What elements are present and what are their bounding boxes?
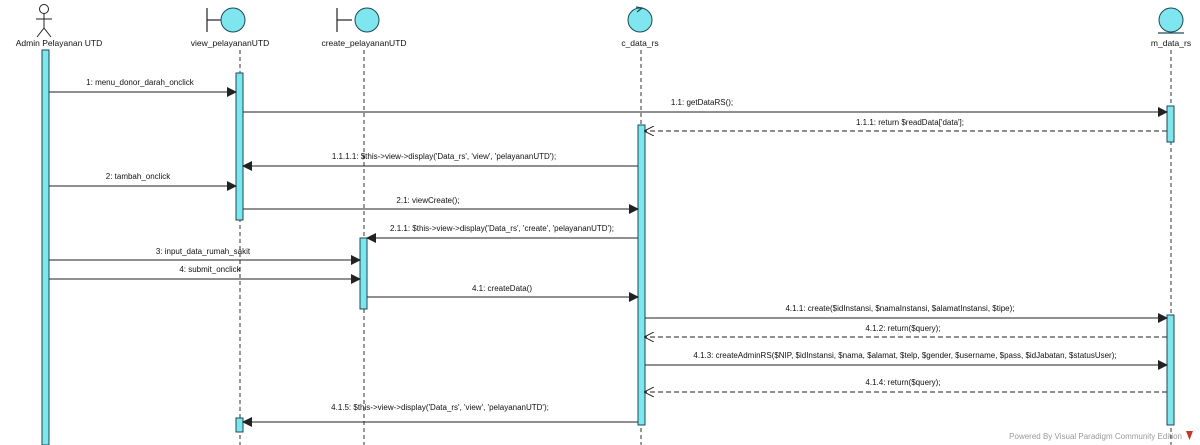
lifeline-label: create_pelayananUTD [321,38,406,48]
lifeline-admin-pelayanan-utd[interactable]: Admin Pelayanan UTD [16,4,102,445]
message-2-1-1: 2.1.1: $this->view->display('Data_rs', '… [366,224,638,243]
control-icon [627,6,653,33]
message-4: 4: submit_onclick [49,265,361,284]
message-label: 3: input_data_rumah_sakit [156,247,251,256]
lifeline-label: Admin Pelayanan UTD [16,38,102,48]
message-label: 1.1.1.1: $this->view->display('Data_rs',… [332,152,556,161]
lifeline-c-data-rs[interactable]: c_data_rs [621,6,659,445]
message-label: 2: tambah_onclick [106,172,171,181]
message-label: 4.1: createData() [472,284,532,293]
lifeline-label: m_data_rs [1151,38,1191,48]
message-label: 4.1.4: return($query); [865,378,940,387]
visual-paradigm-logo-icon [1186,431,1193,440]
message-1: 1: menu_donor_darah_onclick [49,78,237,97]
message-label: 4: submit_onclick [179,265,241,274]
activation-bar [359,237,368,310]
message-1-1-1-1: 1.1.1.1: $this->view->display('Data_rs',… [242,152,638,171]
message-4-1-5: 4.1.5: $this->view->display('Data_rs', '… [242,403,638,427]
message-label: 1.1.1: return $readData['data']; [856,118,964,127]
message-4-1-1: 4.1.1: create($idInstansi, $namaInstansi… [645,304,1168,323]
lifeline-label: c_data_rs [621,38,658,48]
message-label: 4.1.1: create($idInstansi, $namaInstansi… [785,304,1014,313]
footer-text: Powered By Visual Paradigm Community Edi… [1009,432,1182,441]
message-label: 4.1.2: return($query); [865,324,940,333]
message-label: 4.1.5: $this->view->display('Data_rs', '… [331,403,549,412]
lifeline-create-pelayananutd[interactable]: create_pelayananUTD [321,7,407,445]
message-4-1-3: 4.1.3: createAdminRS($NIP, $idInstansi, … [645,351,1168,370]
activation-bar [1166,105,1175,143]
message-3: 3: input_data_rumah_sakit [49,247,361,265]
message-label: 1: menu_donor_darah_onclick [86,78,195,87]
entity-icon [1158,7,1184,34]
lifeline-m-data-rs[interactable]: m_data_rs [1151,7,1191,445]
message-1-1: 1.1: getDataRS(); [243,98,1168,117]
activation-bar [235,72,244,221]
activation-bar [235,417,244,433]
message-4-1: 4.1: createData() [367,284,639,302]
message-2-1: 2.1: viewCreate(); [243,196,639,214]
message-label: 1.1: getDataRS(); [671,98,733,107]
boundary-icon [206,7,246,33]
message-4-1-2: 4.1.2: return($query); [645,324,1167,337]
message-label: 4.1.3: createAdminRS($NIP, $idInstansi, … [693,351,1116,360]
message-1-1-1: 1.1.1: return $readData['data']; [645,118,1167,131]
message-label: 2.1: viewCreate(); [396,196,459,205]
activation-bar [41,49,50,445]
lifeline-view-pelayananutd[interactable]: view_pelayananUTD [191,7,269,445]
message-label: 2.1.1: $this->view->display('Data_rs', '… [390,224,614,233]
lifeline-label: view_pelayananUTD [191,38,269,48]
activation-bar [1166,314,1175,426]
message-2: 2: tambah_onclick [49,172,237,191]
boundary-icon [336,7,380,33]
activation-bar [637,124,646,426]
actor-icon [36,4,52,38]
footer: Powered By Visual Paradigm Community Edi… [1009,431,1193,441]
message-4-1-4: 4.1.4: return($query); [645,378,1167,392]
